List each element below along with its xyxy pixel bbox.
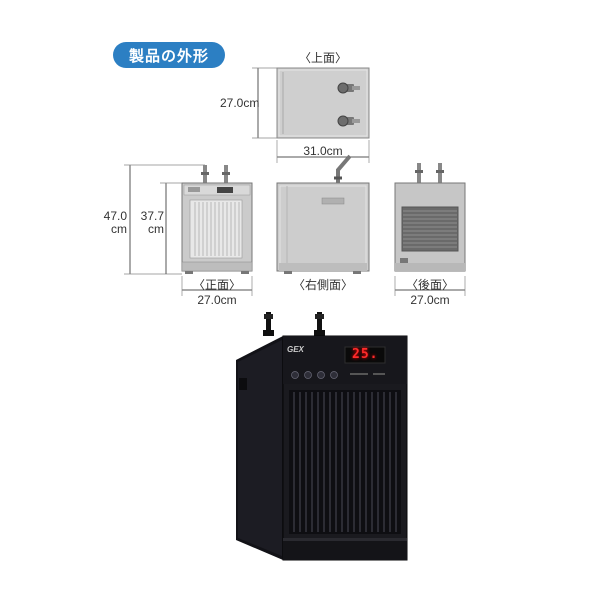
front-width-dimension: 27.0cm	[197, 293, 237, 307]
right-side-view-diagram	[276, 154, 370, 274]
water-pipe-right	[314, 312, 325, 336]
body-height-dimension: 37.7 cm	[140, 209, 164, 236]
top-depth-dimension: 27.0cm	[220, 96, 260, 110]
back-view-diagram	[394, 163, 466, 296]
top-fitting-lower	[337, 115, 360, 127]
total-height-dimension: 47.0 cm	[103, 209, 127, 236]
water-pipe-left	[263, 312, 274, 336]
section-title-badge: 製品の外形	[113, 42, 225, 68]
temperature-display: 25.	[352, 347, 379, 362]
back-width-dimension: 27.0cm	[410, 293, 450, 307]
right-side-view-label: 〈右側面〉	[292, 278, 354, 292]
front-view-diagram	[124, 164, 253, 296]
brand-logo: GEX	[287, 345, 304, 354]
product-photo	[236, 312, 408, 561]
top-fitting-upper	[337, 82, 360, 94]
top-view-label: 〈上面〉	[298, 51, 348, 65]
front-view-label: 〈正面〉	[192, 278, 242, 292]
top-width-dimension: 31.0cm	[303, 144, 343, 158]
top-view-diagram	[252, 67, 370, 163]
back-view-label: 〈後面〉	[405, 278, 455, 292]
